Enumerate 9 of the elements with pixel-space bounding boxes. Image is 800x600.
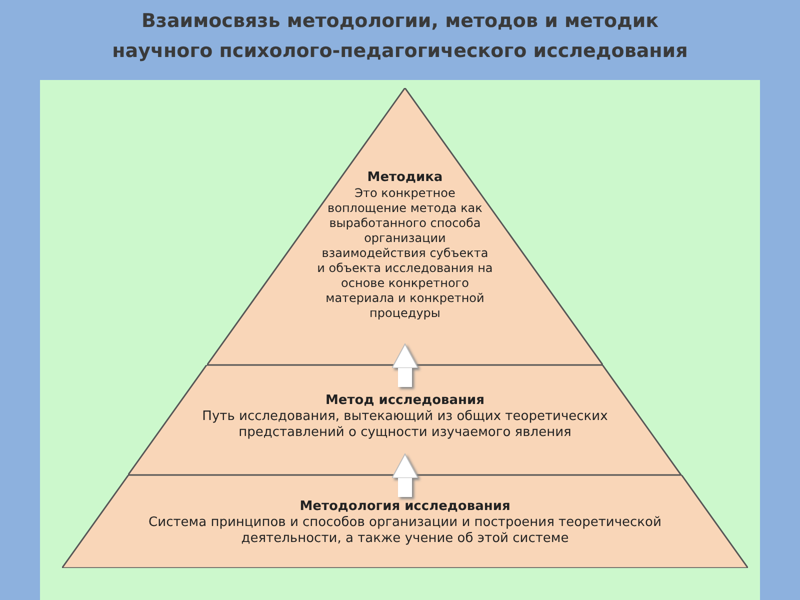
level-description: Система принципов и способов организации и построения теоретической деятельности, а также учение об этой системе bbox=[148, 515, 662, 547]
level-description: Это конкретное воплощение метода как выработанного способа организации взаимодействия субъекта и объекта исследования на основе конкретного материала и конкретной процедуры bbox=[316, 186, 493, 321]
level-heading: Метод исследования bbox=[326, 393, 484, 409]
title: Взаимосвязь методологии, методов и методик научного психолого-педагогического исследования bbox=[111, 9, 689, 64]
level-description: Путь исследования, вытекающий из общих теоретических представлений о сущности изучаемого явления bbox=[201, 409, 609, 441]
level-heading: Методология исследования bbox=[300, 499, 510, 515]
block-arrow bbox=[392, 454, 418, 497]
level-heading: Методика bbox=[367, 170, 443, 186]
block-arrow bbox=[392, 344, 418, 387]
